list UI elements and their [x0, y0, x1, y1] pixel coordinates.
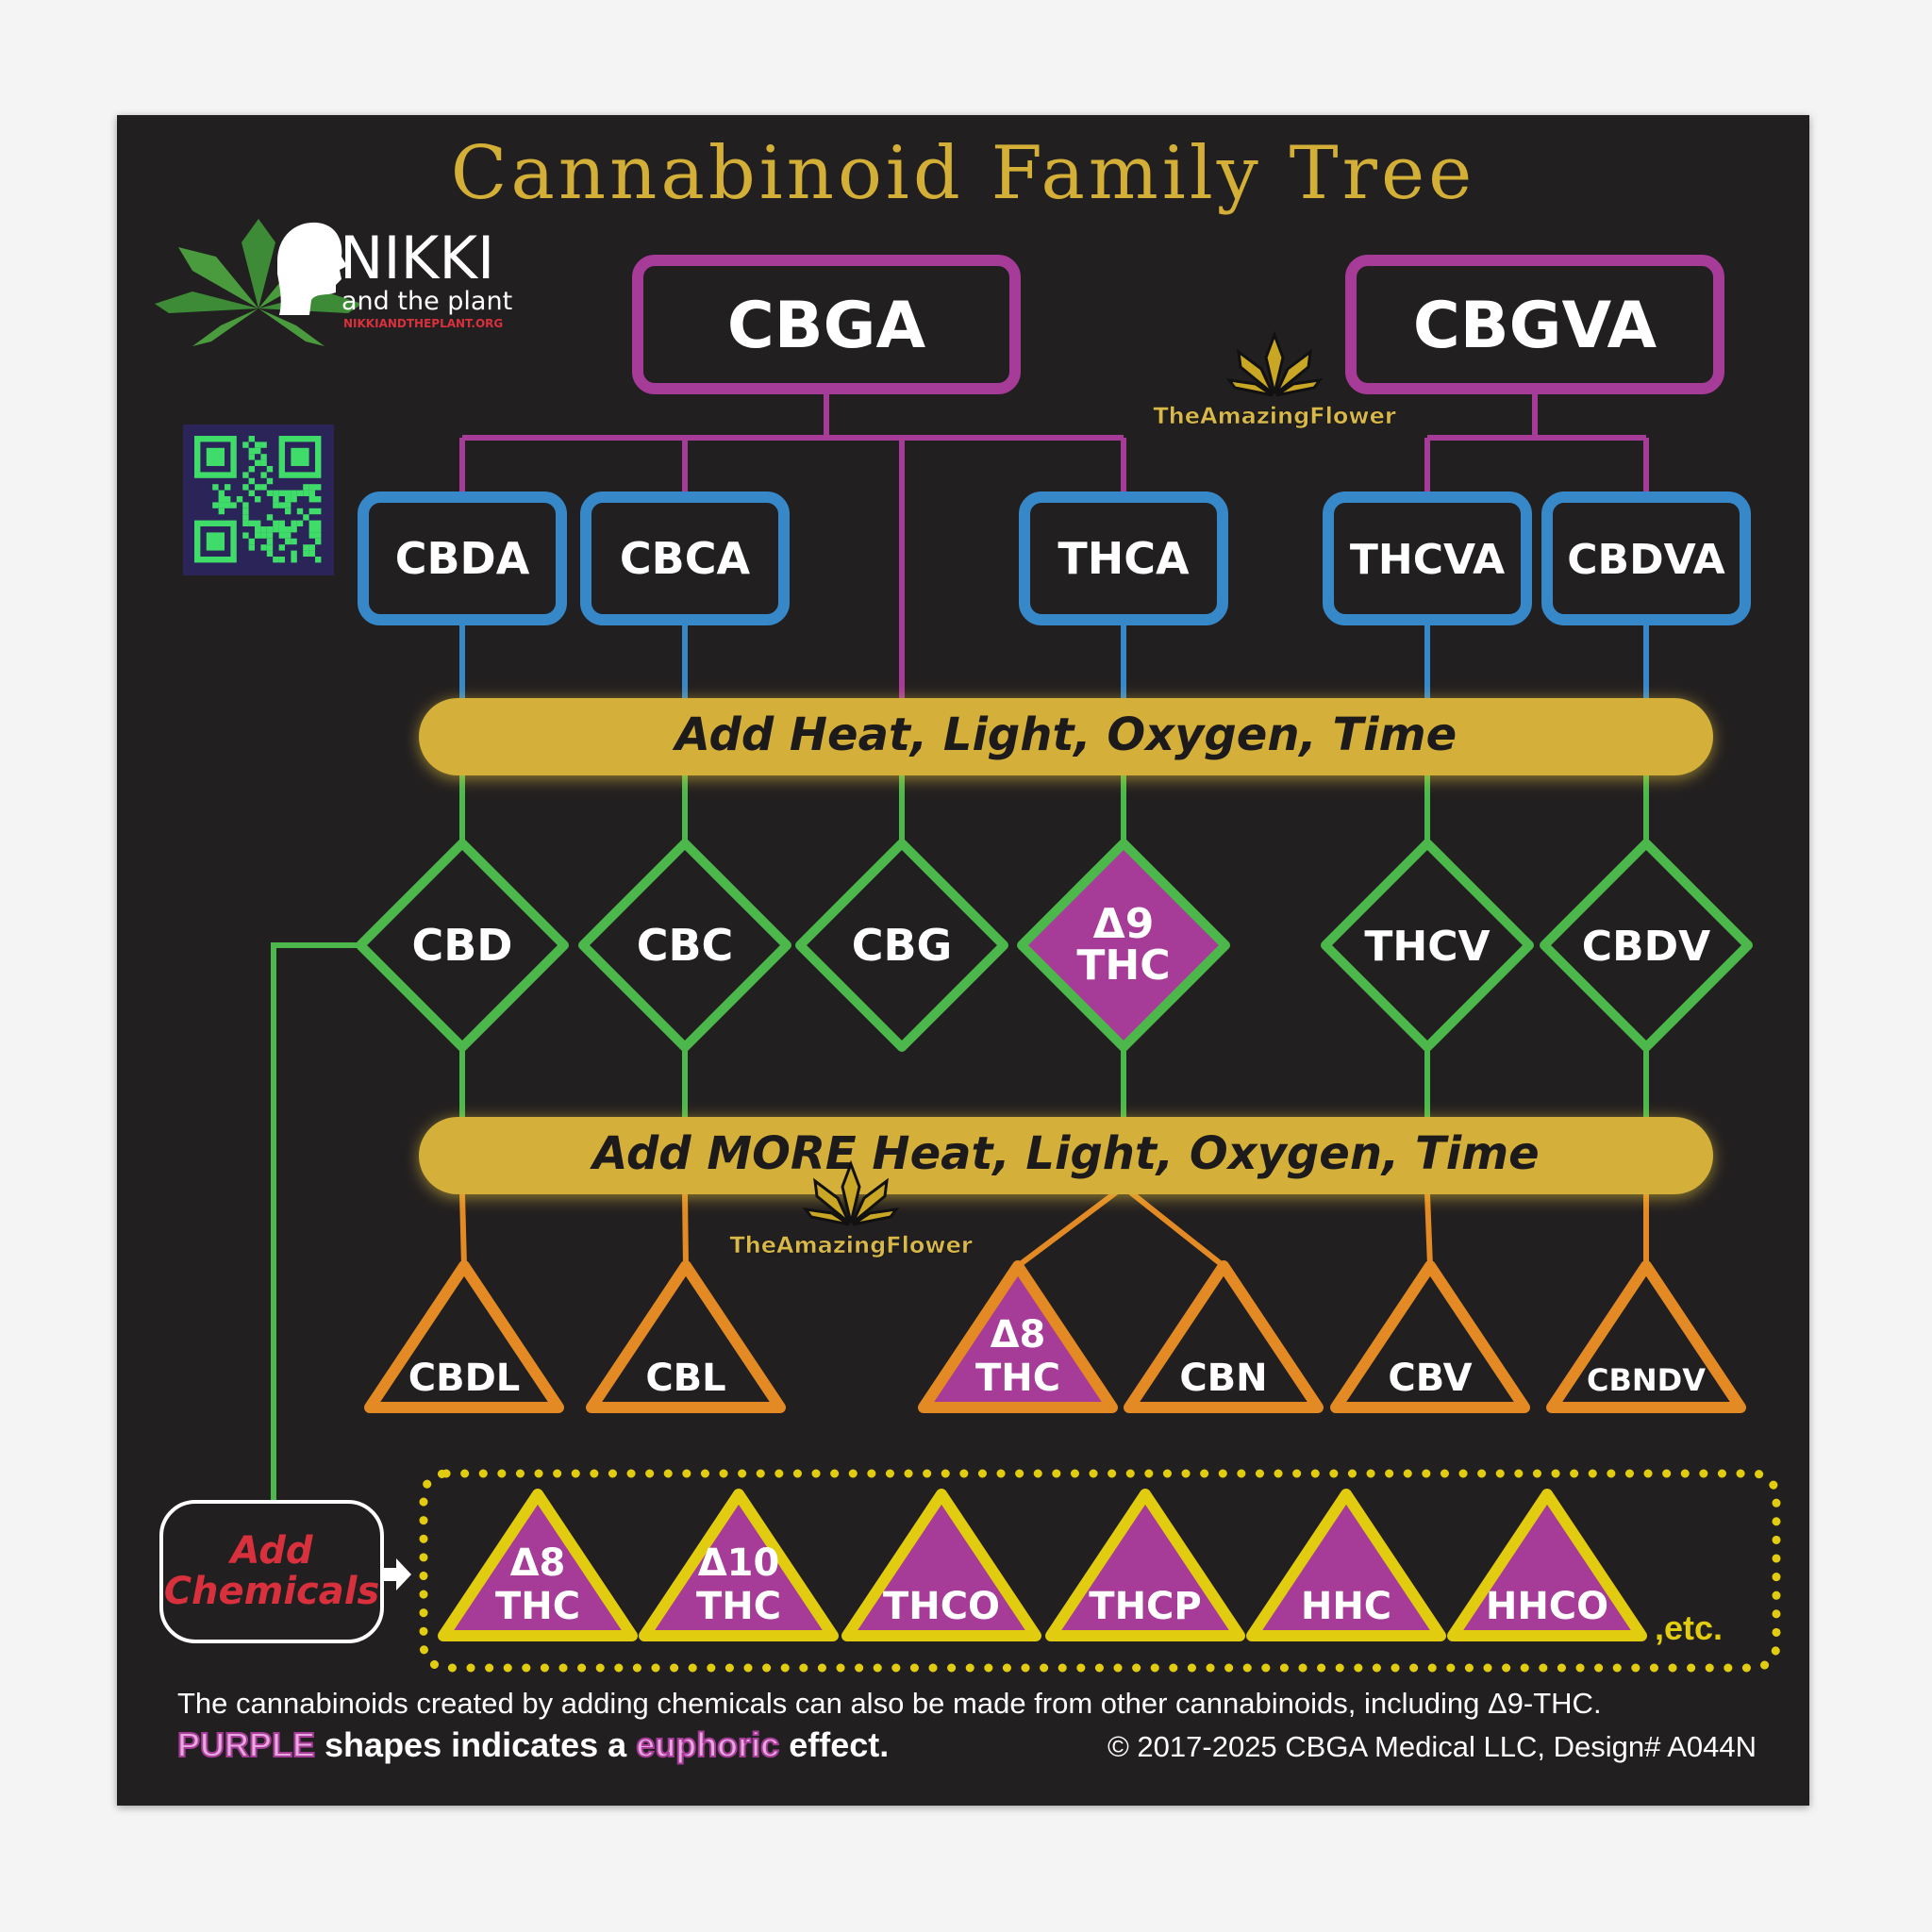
synthetic-node-s-thcp: THCP [1045, 1489, 1245, 1641]
amazing-flower-logo-top: TheAmazingFlower [1153, 330, 1396, 429]
connector-lines [271, 389, 1649, 1502]
root-node-cbga: CBGA [632, 255, 1021, 394]
legend-euphoric-word: euphoric [636, 1725, 779, 1764]
triangle-label: THC [696, 1585, 781, 1628]
neutral-node-label: CBDV [1582, 923, 1710, 971]
triangle-label: CBNDV [1587, 1362, 1706, 1398]
footer-copyright: © 2017-2025 CBGA Medical LLC, Design# A0… [1108, 1730, 1757, 1763]
connector-line [1016, 1183, 1225, 1269]
root-node-label: CBGA [727, 289, 926, 363]
acid-node-cbda: CBDA [358, 491, 567, 625]
triangle-label: CBN [1179, 1357, 1267, 1400]
triangle-label: THCP [1089, 1585, 1201, 1628]
neutral-node-label-2: THC [1076, 941, 1170, 990]
page-title: Cannabinoid Family Tree [451, 131, 1476, 216]
etc-label: ,etc. [1655, 1608, 1723, 1647]
banner-heat-light-text: Add Heat, Light, Oxygen, Time [672, 708, 1457, 761]
nikki-logo: NIKKI and the plant NIKKIANDTHEPLANT.ORG [155, 219, 512, 346]
triangle-label-1: Δ8 [510, 1541, 566, 1585]
add-chemicals-line2: Chemicals [164, 1570, 380, 1613]
add-chemicals-line1: Add [228, 1529, 313, 1573]
neutral-node-label: THCV [1364, 923, 1490, 971]
neutral-node-cbdv: CBDV [1540, 839, 1753, 1052]
amazing-flower-text: TheAmazingFlower [1153, 403, 1396, 429]
degraded-node-cbndv: CBNDV [1546, 1260, 1746, 1413]
neutral-node-label: CBD [411, 920, 512, 971]
synthetic-node-s-hhc: HHC [1246, 1489, 1446, 1641]
nikki-logo-tagline: and the plant [341, 287, 512, 316]
legend-mid: shapes indicates a [315, 1725, 636, 1764]
synthetic-node-s-hhco: HHCO [1447, 1489, 1647, 1641]
cannabinoid-tree-diagram: Cannabinoid Family Tree NIKKI and the pl… [155, 131, 1781, 1765]
triangle-label: CBL [645, 1357, 725, 1400]
degraded-node-cbv: CBV [1330, 1260, 1530, 1413]
synthetic-group-border [419, 1469, 1781, 1673]
add-chemicals-box: Add Chemicals [159, 1500, 384, 1643]
child-silhouette-icon [277, 222, 347, 315]
legend-purple-word: PURPLE [177, 1725, 315, 1764]
triangle-label: THC [495, 1585, 580, 1628]
acid-node-label: THCA [1058, 533, 1190, 584]
acid-node-cbdva: CBDVA [1541, 491, 1751, 625]
triangle-label: HHC [1301, 1585, 1391, 1628]
connector-line [682, 1193, 689, 1267]
acid-node-thca: THCA [1019, 491, 1228, 625]
neutral-node-label-1: Δ9 [1093, 900, 1155, 948]
neutral-node-cbd: CBD [356, 839, 569, 1052]
banner-more-heat-light: Add MORE Heat, Light, Oxygen, Time [419, 1117, 1713, 1198]
triangle-label: THCO [883, 1585, 1000, 1628]
nikki-logo-url[interactable]: NIKKIANDTHEPLANT.ORG [343, 317, 503, 330]
acid-node-label: CBDA [395, 533, 530, 584]
triangle-label-1: Δ8 [991, 1313, 1046, 1357]
legend-end: effect. [779, 1725, 889, 1764]
arrow-right-icon [384, 1558, 411, 1591]
degraded-node-cbdl: CBDL [364, 1260, 564, 1413]
qr-code[interactable] [183, 425, 334, 575]
neutral-node-label: CBG [852, 920, 953, 971]
amazing-flower-logo-bottom: TheAmazingFlower [729, 1159, 973, 1258]
root-node-label: CBGVA [1413, 289, 1657, 363]
footer-note: The cannabinoids created by adding chemi… [177, 1687, 1602, 1720]
connector-line [271, 942, 360, 1502]
gold-leaf-icon [1225, 330, 1324, 397]
gold-leaf-icon [802, 1159, 900, 1226]
connector-line [1424, 1193, 1433, 1267]
degraded-node-cbn: CBN [1124, 1260, 1324, 1413]
acid-node-cbca: CBCA [580, 491, 790, 625]
degraded-node-cbl: CBL [586, 1260, 786, 1413]
banner-heat-light: Add Heat, Light, Oxygen, Time [419, 698, 1713, 779]
banner-more-heat-light-text: Add MORE Heat, Light, Oxygen, Time [589, 1127, 1539, 1180]
neutral-node-cbc: CBC [578, 839, 791, 1052]
acid-node-label: CBDVA [1567, 536, 1724, 584]
acid-node-label: CBCA [620, 533, 751, 584]
synthetic-node-s-thco: THCO [841, 1489, 1041, 1641]
neutral-node-label: CBC [637, 920, 734, 971]
triangle-label: CBV [1388, 1357, 1472, 1400]
triangle-label: THC [975, 1357, 1060, 1400]
acid-node-thcva: THCVA [1323, 491, 1532, 625]
neutral-node-cbg: CBG [795, 839, 1008, 1052]
footer-legend: PURPLE shapes indicates a euphoric effec… [177, 1725, 889, 1764]
amazing-flower-text: TheAmazingFlower [729, 1232, 973, 1258]
root-node-cbgva: CBGVA [1345, 255, 1724, 394]
nikki-logo-name: NIKKI [340, 224, 494, 292]
acid-node-label: THCVA [1350, 536, 1505, 584]
triangle-label: HHCO [1486, 1585, 1608, 1628]
triangle-label-1: Δ10 [698, 1541, 780, 1585]
neutral-node-thcv: THCV [1321, 839, 1534, 1052]
poster: Cannabinoid Family Tree NIKKI and the pl… [117, 115, 1809, 1806]
triangle-label: CBDL [408, 1357, 521, 1400]
connector-line [459, 1193, 467, 1267]
